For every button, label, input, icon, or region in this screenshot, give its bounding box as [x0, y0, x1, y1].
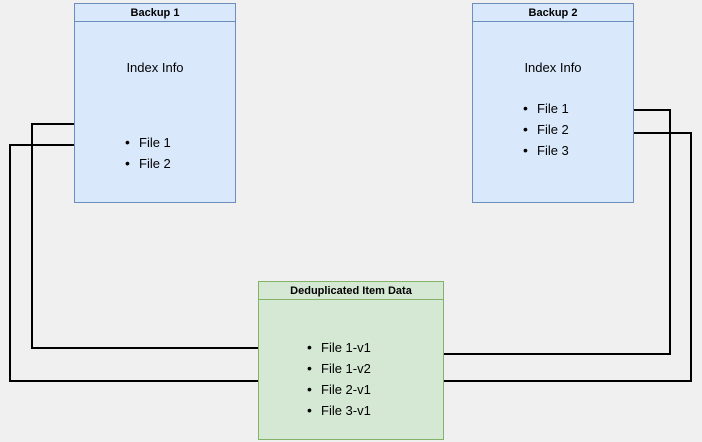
backup1-title: Index Info	[126, 60, 184, 75]
list-item: File 2	[521, 119, 569, 140]
list-item: File 1	[123, 132, 171, 153]
backup1-item-list: File 1 File 2	[123, 132, 171, 174]
dedup-header: Deduplicated Item Data	[258, 281, 444, 300]
backup2-title: Index Info	[524, 60, 582, 75]
backup2-item-list: File 1 File 2 File 3	[521, 98, 569, 161]
dedup-body: File 1-v1 File 1-v2 File 2-v1 File 3-v1	[258, 300, 444, 440]
dedup-item-list: File 1-v1 File 1-v2 File 2-v1 File 3-v1	[305, 337, 371, 421]
backup2-body: Index Info File 1 File 2 File 3	[472, 22, 634, 203]
backup2-header: Backup 2	[472, 3, 634, 22]
list-item: File 2	[123, 153, 171, 174]
backup1-header: Backup 1	[74, 3, 236, 22]
list-item: File 2-v1	[305, 379, 371, 400]
list-item: File 1	[521, 98, 569, 119]
list-item: File 3	[521, 140, 569, 161]
backup1-body: Index Info File 1 File 2	[74, 22, 236, 203]
list-item: File 1-v1	[305, 337, 371, 358]
list-item: File 1-v2	[305, 358, 371, 379]
list-item: File 3-v1	[305, 400, 371, 421]
